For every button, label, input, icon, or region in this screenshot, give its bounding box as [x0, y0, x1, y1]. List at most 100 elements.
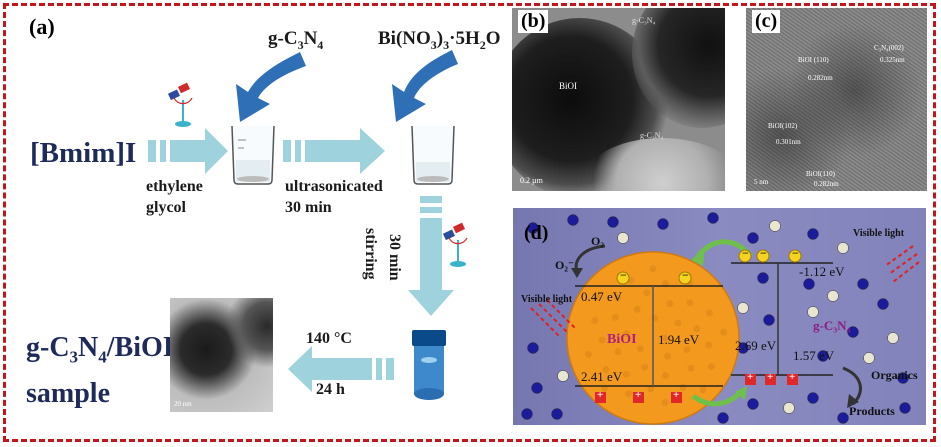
product-label: g-C3N4/BiOI sample [26, 332, 174, 409]
lattice-atom [887, 332, 899, 344]
lattice-atom [847, 326, 859, 338]
electron-sign-2: − [682, 268, 689, 282]
bioi-texture-dot [647, 385, 655, 393]
lattice-atom [769, 220, 781, 232]
autoclave [412, 330, 446, 400]
curved-arrow-bi [392, 50, 458, 122]
panel-a-letter: (a) [29, 14, 55, 39]
lattice-atom [531, 382, 543, 394]
arrow4-dash2 [376, 358, 382, 380]
lattice-atom [557, 370, 569, 382]
hole-sign-6: + [789, 371, 796, 383]
bioi-texture-dot [706, 309, 713, 317]
lattice-atom [737, 302, 749, 314]
bioi-texture-dot [625, 390, 633, 398]
lattice-atom [747, 232, 759, 244]
gcn-vb-value: 1.57 eV [793, 348, 835, 363]
bioi-texture-dot [693, 325, 701, 333]
lattice-atom [863, 352, 875, 364]
lattice-atom [837, 242, 849, 254]
bioi-texture-dot [683, 346, 691, 354]
gcn-electrons [738, 249, 802, 263]
panel-c-scale: 5 nm [754, 178, 769, 186]
arrow2-dash2 [295, 140, 301, 162]
bioi-texture-dot [585, 350, 592, 358]
arrow1-dash2 [160, 140, 166, 162]
panel-b-gcn-label-2: g-C₃N₄ [640, 131, 664, 140]
panel-b-scale: 0.2 µm [520, 176, 543, 185]
beaker-2 [411, 125, 455, 185]
bioi-texture-dot [633, 305, 641, 313]
bioi-texture-dot [662, 372, 669, 380]
hole-sign-1: + [597, 389, 604, 401]
hole-sign-4: + [747, 371, 754, 383]
stirrer-1 [167, 82, 193, 127]
bioi-texture-dot [649, 265, 657, 273]
lattice-atoms [521, 212, 911, 424]
bioi-texture-dot [591, 317, 599, 324]
bioi-cb-value: 0.47 eV [581, 289, 623, 304]
lattice-atom [707, 212, 719, 224]
lattice-atom [607, 216, 619, 228]
bioi-holes [595, 392, 682, 403]
panel-c-label-3: C₃N₄(002) [874, 44, 904, 52]
beaker-1 [231, 125, 275, 185]
o2-radical-label: O₂⁻ [555, 258, 575, 272]
electron-sign-5: − [792, 246, 799, 260]
bioi-texture-dot [699, 386, 707, 394]
lattice-atom [807, 228, 819, 240]
gcn-gap-value: 2.69 eV [735, 338, 777, 353]
lattice-atom [527, 342, 539, 354]
lattice-atom [747, 398, 759, 410]
organics-label: Organics [871, 368, 918, 382]
bioi-electrons [616, 271, 692, 285]
lattice-atom [657, 218, 669, 230]
electron-transfer-arrowhead [691, 248, 705, 266]
product-tem-image: 20 nm [170, 298, 273, 412]
panel-c-letter: (c) [752, 10, 781, 33]
reagent-gcn: g-C3N4 [268, 28, 324, 52]
lattice-atom [817, 350, 829, 362]
arrow2-dash1 [283, 140, 291, 162]
lattice-atom [897, 372, 909, 384]
panel-b-bioi-label: BiOI [559, 81, 577, 91]
hole-sign-5: + [767, 371, 774, 383]
electron-sign-3: − [742, 246, 749, 260]
panel-c-label-8: 0.282nm [814, 180, 839, 188]
panel-c-label-4: 0.325nm [880, 56, 905, 64]
bioi-texture-dot [602, 365, 610, 373]
bioi-texture-dot [674, 319, 682, 327]
arrow4-dash1 [386, 358, 394, 380]
panel-b-tem: (b) BiOI g-C₃N₄ g-C₃N₄ 0.2 µm [512, 8, 725, 191]
lattice-atom [877, 298, 889, 310]
lattice-atom [857, 278, 869, 290]
panel-b-letter: (b) [518, 10, 549, 33]
electron-sign-4: − [760, 246, 767, 260]
lattice-atom [551, 408, 563, 420]
step3-time-label: 30 min [386, 234, 403, 281]
o2-label: O₂ [591, 234, 604, 248]
reagent-bi-nitrate: Bi(NO3)3·5H2O [378, 28, 501, 52]
hole-sign-2: + [635, 389, 642, 401]
bioi-texture-dot [594, 294, 601, 301]
arrow1 [170, 128, 228, 174]
start-reagent: [Bmim]I [30, 137, 137, 169]
panel-c-label-6: 0.301nm [776, 138, 801, 146]
bioi-texture-dot [623, 330, 631, 338]
gcn-holes [745, 374, 798, 385]
lattice-atom [763, 314, 775, 326]
bioi-texture-dot [643, 289, 651, 297]
step4-temp: 140 °C [306, 330, 352, 347]
panel-c-label-5: BiOI(102) [768, 122, 798, 130]
panel-a-graphics [148, 50, 468, 400]
o2-reduction-arrowhead [571, 268, 583, 278]
products-label: Products [849, 404, 895, 418]
bioi-texture-dot [686, 299, 694, 307]
bioi-name: BiOI [607, 332, 637, 347]
lattice-atom [521, 408, 533, 420]
lattice-atom [803, 278, 815, 290]
lattice-atom [617, 232, 629, 244]
curved-arrow-gcn [236, 52, 306, 122]
